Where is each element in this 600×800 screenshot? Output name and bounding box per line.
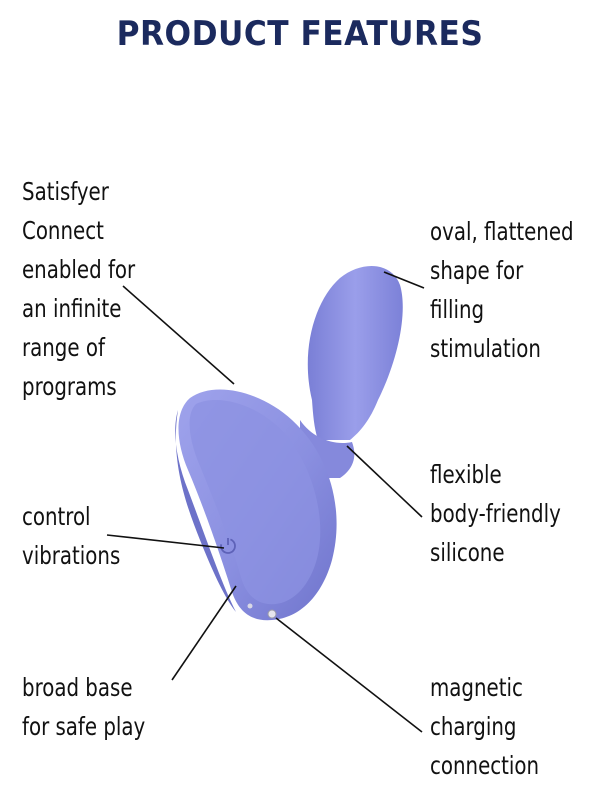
feature-base-text: broad base for safe play	[22, 673, 146, 741]
leader-lines	[106, 271, 425, 733]
leader-connect	[122, 285, 235, 385]
leader-base	[171, 585, 237, 681]
feature-vibration-text: control vibrations	[22, 502, 121, 570]
feature-silicone-text: flexible body-friendly silicone	[430, 460, 561, 567]
page-title: PRODUCT FEATURES	[116, 14, 484, 54]
product-bulb	[307, 265, 403, 440]
leader-vibration	[106, 534, 225, 549]
feature-charging-text: magnetic charging connection	[430, 673, 540, 780]
feature-shape-text: oval, flattened shape for filling stimul…	[430, 217, 574, 363]
magnetic-charging-port-icon	[247, 603, 277, 619]
feature-connect-text: Satisfyer Connect enabled for an infinit…	[22, 177, 136, 401]
leader-silicone	[346, 445, 423, 518]
leader-shape	[383, 271, 425, 289]
leader-charging	[275, 617, 423, 733]
power-icon[interactable]	[219, 537, 237, 555]
